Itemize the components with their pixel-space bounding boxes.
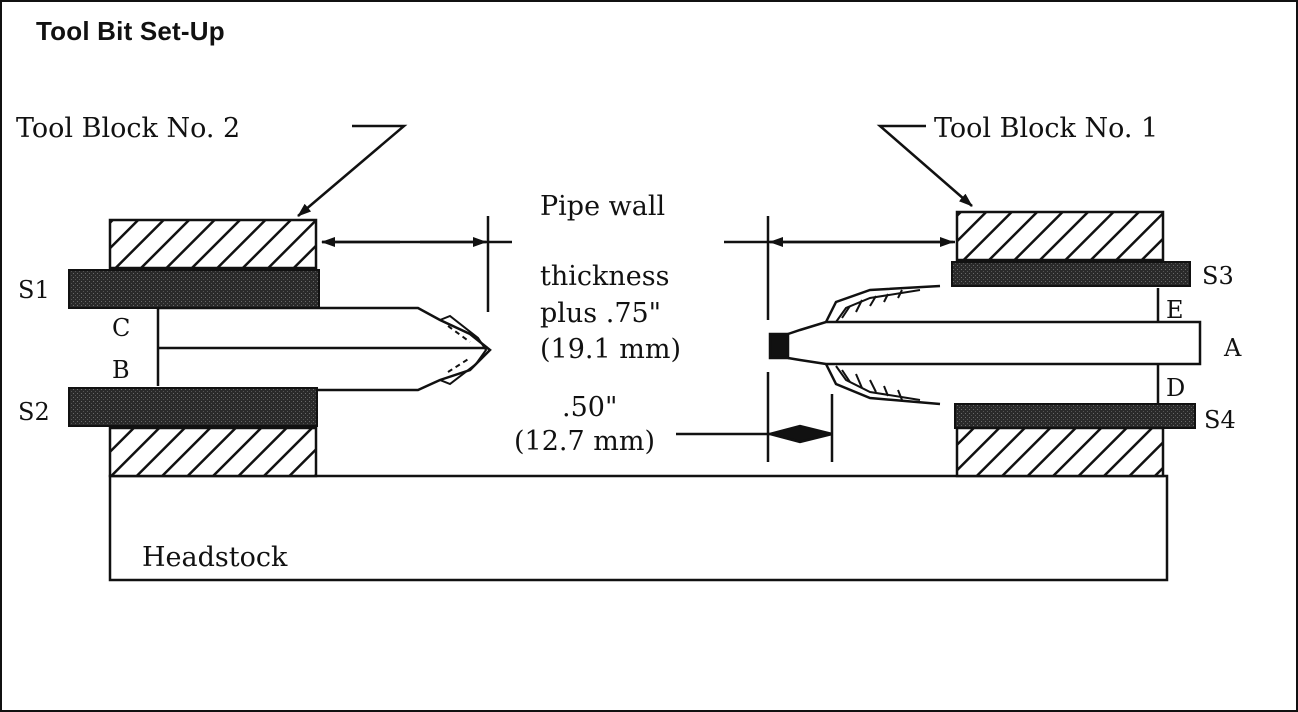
shim-s2 bbox=[68, 387, 318, 427]
shim-s4 bbox=[954, 403, 1196, 429]
label-pipe-wall: Pipe wall bbox=[540, 191, 665, 222]
label-plus: plus .75" bbox=[540, 298, 661, 329]
label-a: A bbox=[1223, 334, 1242, 362]
label-s4: S4 bbox=[1204, 406, 1236, 434]
label-e: E bbox=[1166, 296, 1184, 324]
label-gap-mm: (12.7 mm) bbox=[514, 426, 655, 457]
dimension-pipe-wall bbox=[321, 216, 955, 320]
leader-tool-block-2 bbox=[297, 124, 408, 217]
label-thickness: thickness bbox=[540, 261, 669, 292]
label-s1: S1 bbox=[18, 276, 50, 304]
right-tool-bit bbox=[768, 284, 1202, 406]
tool-block-1-bottom bbox=[955, 426, 1165, 478]
tool-block-2-bottom bbox=[108, 426, 318, 478]
label-c: C bbox=[112, 314, 130, 342]
headstock-base bbox=[108, 474, 1169, 582]
dimension-gap bbox=[676, 372, 834, 462]
tool-block-2-top bbox=[108, 218, 318, 270]
label-d: D bbox=[1166, 374, 1185, 402]
shim-s1 bbox=[68, 269, 320, 309]
label-plus-mm: (19.1 mm) bbox=[540, 334, 681, 365]
label-gap-in: .50" bbox=[562, 392, 617, 423]
tool-block-1-top bbox=[955, 210, 1165, 262]
label-s2: S2 bbox=[18, 398, 50, 426]
left-tool-bit bbox=[156, 306, 492, 392]
diagram-title: Tool Bit Set-Up bbox=[36, 16, 225, 46]
label-b: B bbox=[112, 356, 130, 384]
leader-tool-block-1 bbox=[876, 124, 973, 207]
label-tool-block-1: Tool Block No. 1 bbox=[934, 113, 1158, 144]
label-s3: S3 bbox=[1202, 262, 1234, 290]
shim-s3 bbox=[951, 261, 1191, 287]
headstock-label: Headstock bbox=[142, 542, 288, 573]
label-tool-block-2: Tool Block No. 2 bbox=[16, 113, 240, 144]
